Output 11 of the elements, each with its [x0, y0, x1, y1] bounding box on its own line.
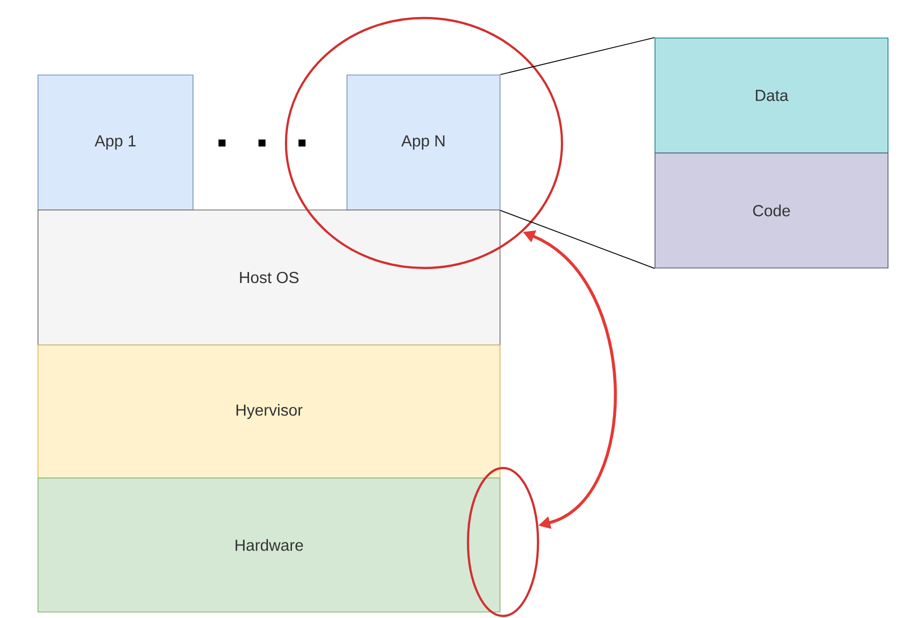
app-box: App N: [346, 74, 500, 210]
app-box: App 1: [38, 74, 194, 210]
data-box: Data: [654, 38, 888, 154]
zoom-line: [500, 37, 656, 76]
code-box: Code: [654, 152, 888, 268]
layer-box: Hardware: [38, 478, 500, 612]
zoom-line: [500, 210, 656, 269]
layer-box: Host OS: [38, 210, 500, 346]
highlight-ellipse: [466, 466, 540, 618]
layer-box: Hyervisor: [38, 344, 500, 478]
highlight-circle: [284, 16, 564, 270]
